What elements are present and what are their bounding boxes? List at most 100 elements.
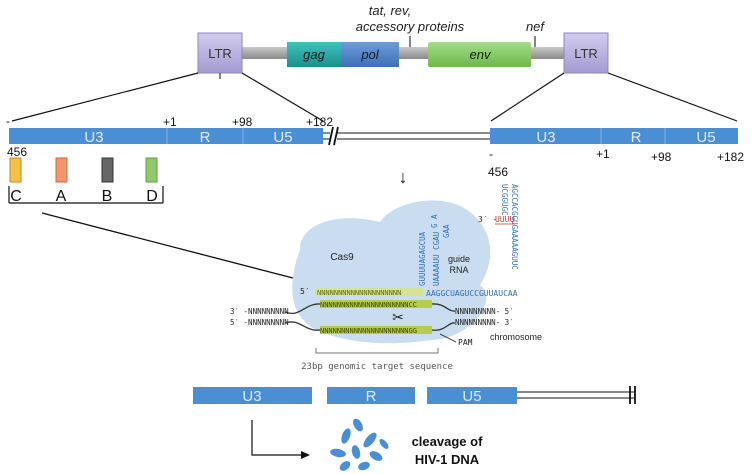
dna-twist-left — [284, 303, 321, 331]
cas9-label: Cas9 — [330, 252, 354, 263]
pointer-line — [41, 212, 321, 286]
guide-stem-1: GUUUUAGAGCUA — [418, 231, 427, 286]
right-u3-segment — [490, 128, 601, 144]
three-prime-uuuu-label: 3′ - — [478, 215, 497, 224]
dna-twist-right — [431, 303, 456, 331]
right-ltr-bar: U3 R U5 - 456 +1 +98 +182 — [488, 128, 744, 179]
pol-label: pol — [360, 47, 379, 62]
env-label: env — [470, 47, 492, 62]
left-pos-minus: - — [6, 114, 10, 128]
uuuu-seq: UUUU — [495, 215, 514, 224]
cleavage-label-2: HIV-1 DNA — [415, 452, 480, 467]
left-u3-label: U3 — [84, 129, 103, 146]
dna-fragments-icon — [330, 418, 389, 471]
right-pos-456: 456 — [488, 165, 508, 179]
five-prime-guide: 5′ - — [300, 287, 319, 296]
right-pos-plus182: +182 — [717, 150, 744, 164]
dna-left-top: 3′ -NNNNNNNNN — [230, 307, 289, 316]
pam-label: PAM — [458, 338, 473, 347]
cleaved-ltr: U3 R U5 — [193, 386, 636, 405]
cleaved-u3-box — [193, 387, 312, 404]
down-arrow: ↓ — [399, 167, 408, 187]
cleaved-r-box — [327, 387, 415, 404]
site-d-box — [145, 157, 158, 183]
site-b-label: B — [102, 188, 113, 205]
left-r-label: R — [200, 129, 211, 146]
gag-label: gag — [303, 47, 325, 62]
guide-rna-label-2: RNA — [449, 265, 468, 275]
scissors-icon: ✂ — [392, 309, 404, 325]
right-r-segment — [601, 128, 665, 144]
left-r-segment — [167, 128, 243, 144]
zoom-line-left-a — [11, 72, 199, 122]
site-a-label: A — [56, 188, 67, 205]
cleaved-r-label: R — [366, 388, 377, 405]
pol-box — [341, 42, 399, 67]
binding-sites: C A B D — [8, 157, 164, 205]
site-b-box — [101, 157, 114, 183]
left-u5-segment — [243, 128, 323, 144]
nef-label: nef — [526, 19, 545, 34]
target-length-label: 23bp genomic target sequence — [301, 362, 453, 372]
left-u3-segment — [9, 128, 167, 144]
guide-seq-bottom: AAGGCUAGUCCGUUAUCAA — [426, 289, 518, 298]
dna-right-bottom: NNNNNNNNN- 3′ — [455, 318, 514, 327]
genome-break-connector — [323, 126, 490, 146]
guide-loop: GAA — [442, 224, 451, 238]
guide-spacer-bar — [316, 288, 423, 296]
left-pos-plus1: +1 — [163, 115, 177, 129]
target-bracket — [315, 348, 439, 354]
site-c-box — [9, 157, 22, 183]
zoom-line-left-b — [241, 72, 324, 122]
site-c-label: C — [10, 188, 22, 205]
left-pos-plus182: +182 — [306, 115, 333, 129]
ltr-left-box — [197, 32, 243, 74]
zoom-line-right-b — [607, 72, 738, 122]
left-pos-456: 456 — [7, 145, 27, 159]
accessory-label-2: accessory proteins — [356, 19, 465, 34]
target-top-seq: NNNNNNNNNNNNNNNNNNNNNCC — [320, 301, 417, 309]
left-ltr-bar: U3 R U5 - 456 +1 +98 +182 — [6, 114, 333, 159]
right-u3-label: U3 — [536, 129, 555, 146]
env-box — [428, 42, 531, 67]
cleavage-arrowhead — [301, 451, 310, 459]
guide-rna-label-1: guide — [448, 254, 470, 264]
site-d-label: D — [146, 188, 158, 205]
dna-left-bottom: 5′ -NNNNNNNNN — [230, 318, 289, 327]
right-r-label: R — [631, 129, 642, 146]
right-u5-segment — [665, 128, 738, 144]
guide-seq-vertical-2: UCGGUGC — [500, 184, 509, 216]
pam-pointer — [439, 333, 457, 343]
guide-g: G A — [430, 214, 439, 228]
zoom-line-right-a — [490, 72, 565, 122]
dna-right-top: NNNNNNNNN- 5′ — [455, 307, 514, 316]
target-bottom-seq: NNNNNNNNNNNNNNNNNNNNNGG — [320, 327, 417, 335]
target-bottom-bar — [320, 326, 432, 334]
left-pos-plus98: +98 — [232, 115, 253, 129]
cleavage-label-1: cleavage of — [412, 434, 483, 449]
right-pos-plus1: +1 — [596, 147, 610, 161]
left-u5-label: U5 — [273, 129, 292, 146]
ltr-right-box — [563, 32, 609, 74]
target-top-bar — [320, 300, 432, 308]
guide-spacer-seq: NNNNNNNNNNNNNNNNNNNN — [317, 289, 401, 297]
cleavage-elbow-arrow — [251, 420, 305, 456]
ltr-right-label: LTR — [574, 46, 598, 61]
gag-box — [287, 42, 341, 67]
chromosome-label: chromosome — [490, 332, 542, 342]
cleaved-u5-box — [427, 387, 517, 404]
site-a-box — [55, 157, 68, 183]
cas9-complex: Cas9 guide RNA GUUUUAGAGCUA UAAAAUU CGAU… — [230, 184, 542, 372]
guide-seq-vertical: AGCCACGGUGAAAAAGUUC — [510, 184, 519, 270]
right-u5-label: U5 — [696, 129, 715, 146]
right-pos-minus: - — [489, 147, 493, 161]
cleaved-u3-label: U3 — [242, 388, 261, 405]
right-pos-plus98: +98 — [651, 150, 672, 164]
guide-stem-2: UAAAAUU CGAU — [432, 232, 441, 286]
cleaved-u5-label: U5 — [462, 388, 481, 405]
accessory-label-1: tat, rev, — [369, 3, 411, 18]
hiv-genome: LTR gag pol tat, rev, accessory proteins… — [197, 3, 609, 79]
ltr-left-label: LTR — [208, 46, 232, 61]
